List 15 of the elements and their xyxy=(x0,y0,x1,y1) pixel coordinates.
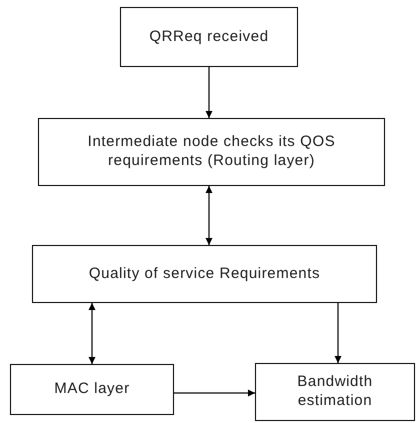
arrow xyxy=(174,390,255,396)
box-label: Quality of service Requirements xyxy=(88,264,320,284)
arrow xyxy=(206,67,212,118)
process-box xyxy=(120,7,298,67)
arrow xyxy=(206,186,212,245)
box-label: Bandwidth estimation xyxy=(296,373,374,411)
process-box xyxy=(32,245,377,303)
arrow xyxy=(88,303,96,364)
process-box xyxy=(10,364,174,415)
box-label: QRReq received xyxy=(149,28,269,46)
arrow xyxy=(334,303,342,363)
box-label: Intermediate node checks its QOS requirements (Routing layer) xyxy=(86,133,336,171)
box-label: MAC layer xyxy=(54,380,130,399)
process-box xyxy=(255,363,415,421)
process-box xyxy=(38,118,385,186)
